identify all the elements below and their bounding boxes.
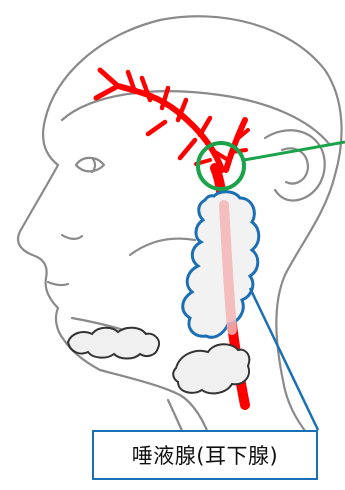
callout-line	[250, 288, 318, 430]
parotid-gland-icon	[183, 192, 259, 338]
gland-label-box: 唾液腺(耳下腺)	[92, 430, 318, 480]
submandibular-gland-icon	[68, 328, 249, 394]
gland-label: 唾液腺(耳下腺)	[132, 440, 278, 470]
